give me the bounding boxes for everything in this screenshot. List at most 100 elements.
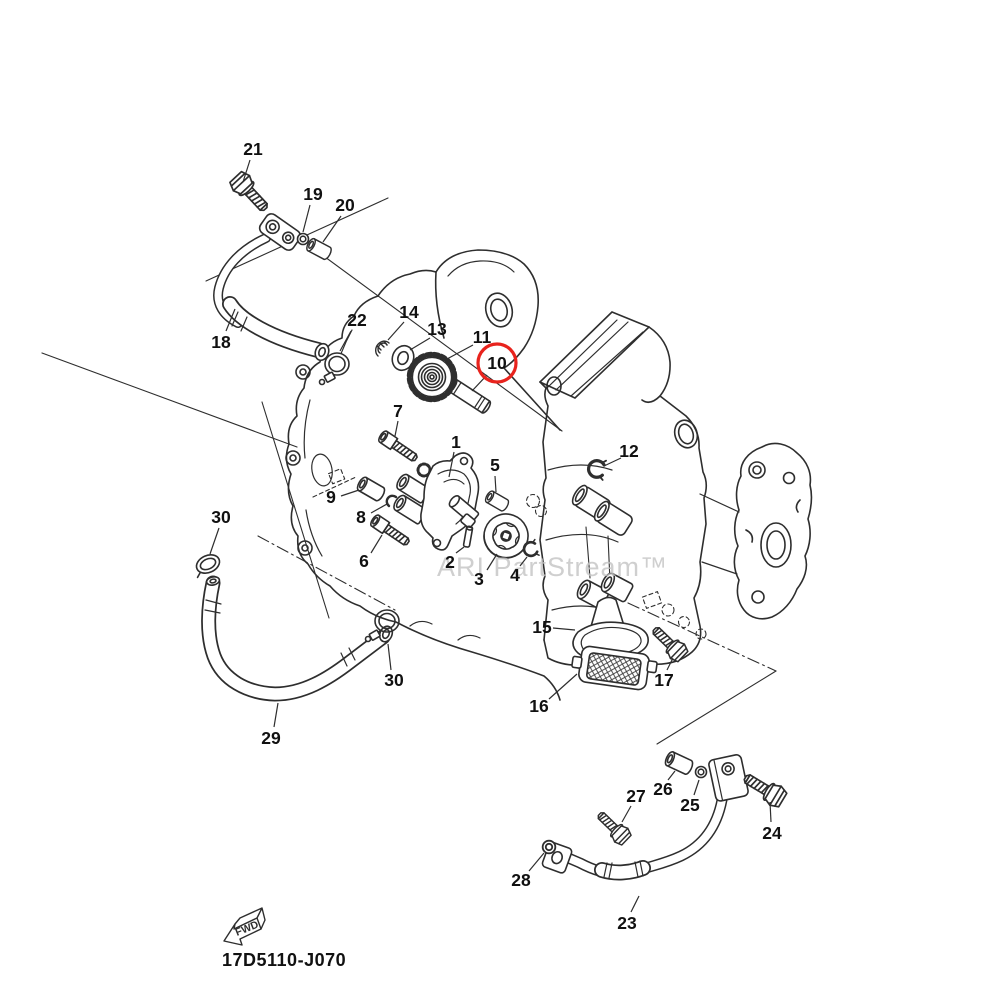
- callout-8[interactable]: 8: [356, 503, 388, 527]
- watermark: ARI PartStream™: [437, 552, 668, 582]
- callout-11[interactable]: 11: [446, 327, 492, 360]
- callout-leader-line: [387, 643, 392, 671]
- callout-9[interactable]: 9: [326, 487, 360, 507]
- callout-number: 21: [243, 139, 263, 159]
- callout-leader-line: [394, 420, 399, 437]
- pipe-23-assembly: [541, 749, 790, 881]
- part-1-pump-body: [393, 452, 480, 551]
- callout-13[interactable]: 13: [409, 319, 447, 351]
- callout-25[interactable]: 25: [680, 779, 700, 815]
- callout-19[interactable]: 19: [302, 184, 323, 233]
- callout-number: 20: [335, 195, 355, 215]
- construction-lines: [41, 197, 777, 745]
- callout-number: 9: [326, 487, 336, 507]
- part-16-strainer-screen: [571, 645, 658, 691]
- callout-leader-line: [666, 657, 674, 671]
- callout-6[interactable]: 6: [359, 534, 383, 571]
- callout-26[interactable]: 26: [653, 770, 676, 799]
- callout-leader-line: [370, 534, 383, 554]
- callout-10[interactable]: 10: [471, 342, 518, 392]
- callout-leader-line: [486, 553, 498, 571]
- callout-leader-line: [302, 204, 311, 233]
- callout-28[interactable]: 28: [511, 852, 545, 890]
- callout-2[interactable]: 2: [445, 546, 465, 572]
- callout-5[interactable]: 5: [490, 455, 500, 493]
- callout-number: 7: [393, 401, 403, 421]
- callout-30[interactable]: 30: [384, 643, 404, 690]
- oil-pump-assembly: [354, 428, 541, 560]
- callout-number: 11: [473, 327, 492, 347]
- hose-29-assembly: [195, 554, 400, 702]
- part-14-clip: [374, 340, 390, 357]
- callout-number: 5: [490, 455, 500, 475]
- callout-leader-line: [528, 852, 545, 872]
- callout-1[interactable]: 1: [448, 432, 461, 478]
- callout-number: 26: [653, 779, 673, 799]
- callout-number: 23: [617, 913, 637, 933]
- callout-29[interactable]: 29: [261, 702, 281, 748]
- callout-15[interactable]: 15: [532, 617, 576, 637]
- callout-22[interactable]: 22: [339, 310, 367, 352]
- callout-number: 24: [762, 823, 782, 843]
- callout-leader-line: [242, 159, 251, 183]
- part-26-collar: [662, 749, 696, 777]
- callout-3[interactable]: 3: [474, 553, 498, 589]
- callout-leader-line: [339, 330, 352, 352]
- callout-14[interactable]: 14: [387, 302, 419, 341]
- callout-17[interactable]: 17: [654, 657, 674, 690]
- diagram-code: 17D5110-J070: [222, 950, 346, 970]
- part-3-rotor: [483, 513, 529, 559]
- callout-number: 30: [211, 507, 231, 527]
- callout-4[interactable]: 4: [510, 556, 528, 585]
- callout-leader-line: [446, 344, 474, 360]
- callout-number: 29: [261, 728, 281, 748]
- callout-leader-line: [273, 702, 279, 728]
- hidden-feature-dashes: [312, 468, 707, 640]
- callout-number: 4: [510, 565, 520, 585]
- pipe-23-fitting: [708, 754, 749, 802]
- callout-leader-line: [603, 457, 622, 467]
- callout-leader-line: [630, 895, 640, 913]
- part-6-bolt: [368, 512, 413, 550]
- callout-leader-line: [409, 337, 431, 351]
- callout-number: 28: [511, 870, 531, 890]
- crankcase-right: [699, 442, 813, 620]
- callout-7[interactable]: 7: [393, 401, 403, 437]
- callout-leader-line: [667, 770, 676, 781]
- callout-number: 12: [619, 441, 639, 461]
- part-11-gear: [406, 351, 458, 403]
- callout-number: 19: [303, 184, 323, 204]
- callout-16[interactable]: 16: [529, 673, 578, 716]
- callout-leader-line: [209, 527, 220, 555]
- callout-number: 3: [474, 569, 484, 589]
- callout-12[interactable]: 12: [603, 441, 639, 467]
- gear-assembly: [374, 340, 492, 414]
- callout-leader-line: [225, 308, 236, 332]
- callout-leader-line: [387, 321, 405, 341]
- callout-leader-line: [552, 627, 576, 631]
- callout-27[interactable]: 27: [621, 786, 646, 823]
- callout-20[interactable]: 20: [322, 195, 355, 243]
- callout-number: 6: [359, 551, 369, 571]
- callout-leader-line: [621, 805, 632, 823]
- part-2-pin: [462, 525, 474, 548]
- part-28-oring: [541, 839, 557, 855]
- callout-30[interactable]: 30: [209, 507, 231, 555]
- callout-23[interactable]: 23: [617, 895, 640, 933]
- part-7-bolt: [376, 428, 421, 466]
- callout-21[interactable]: 21: [242, 139, 263, 183]
- part-12-clip: [585, 456, 608, 482]
- part-30-clamp-upper: [195, 554, 221, 579]
- callout-24[interactable]: 24: [762, 801, 782, 843]
- part-8-oring: [385, 494, 398, 508]
- fwd-arrow: FWD: [223, 907, 266, 946]
- part-20-collar: [304, 236, 334, 262]
- callout-18[interactable]: 18: [211, 308, 236, 352]
- crankcase-center: [539, 311, 708, 668]
- banjo-fitting: [258, 213, 302, 251]
- callout-number: 10: [487, 353, 507, 373]
- callout-leader-line: [693, 779, 700, 796]
